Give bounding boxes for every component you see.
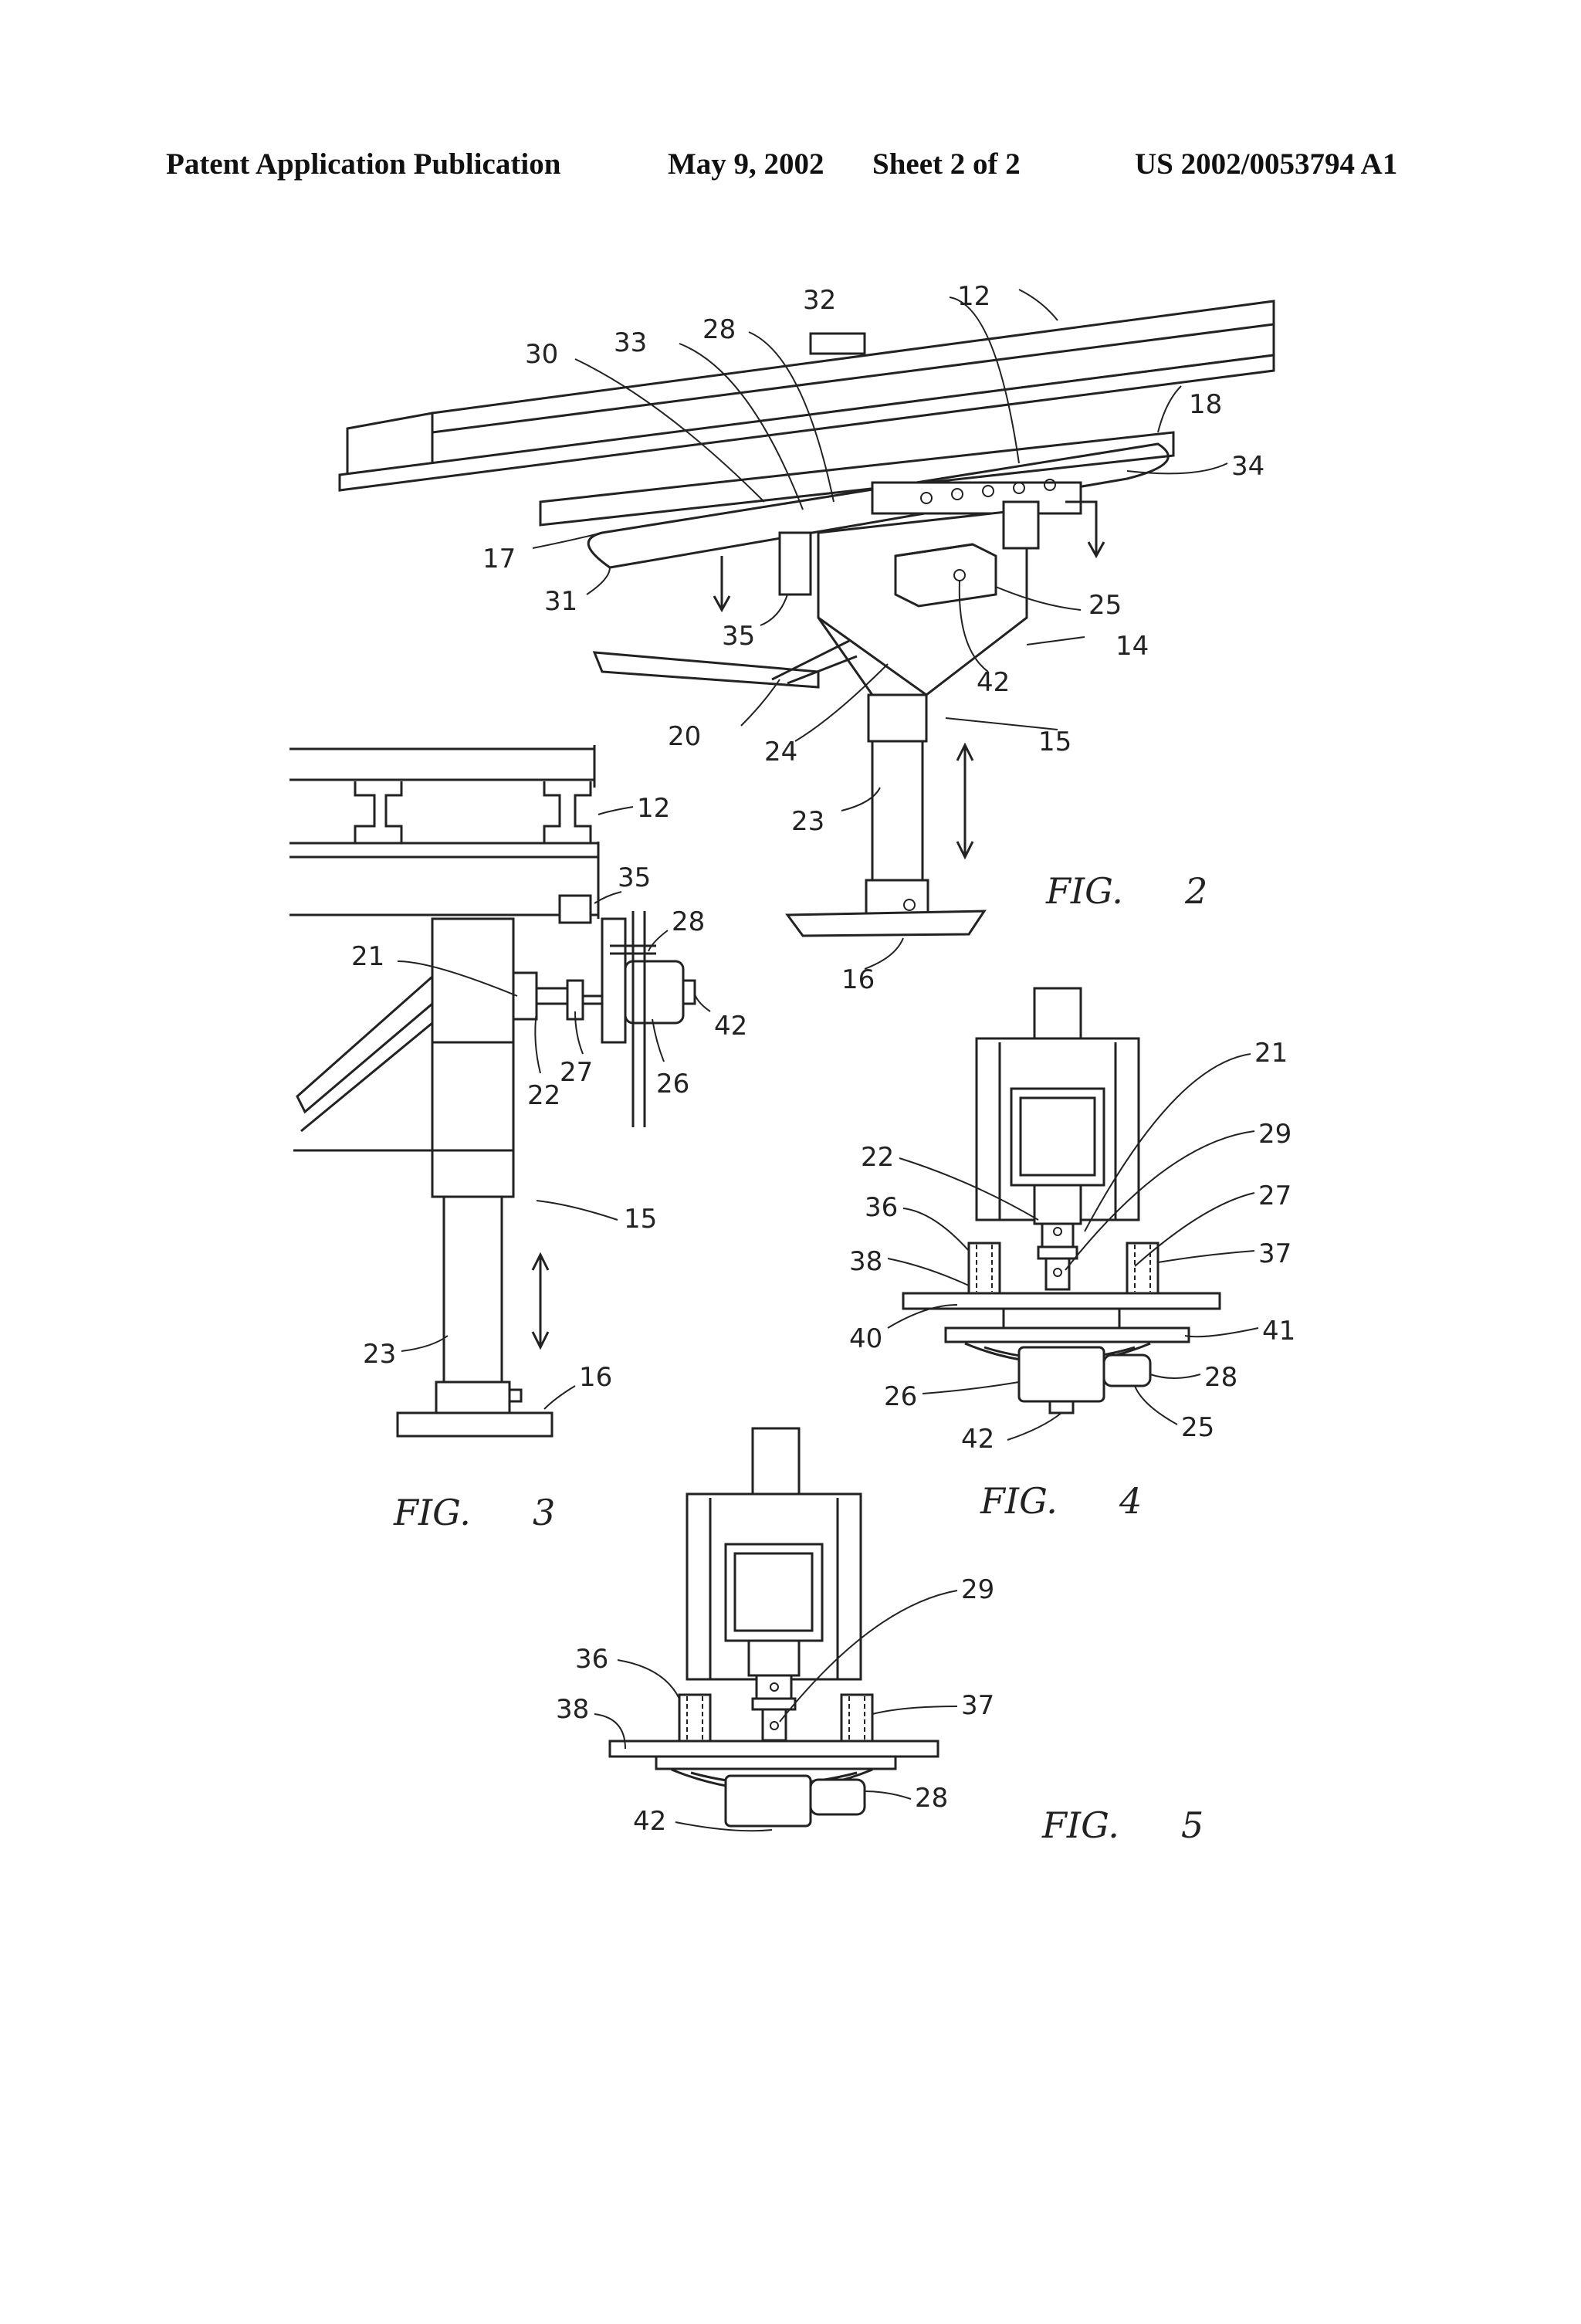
ref-label: 36 — [865, 1192, 898, 1223]
ref-label: 21 — [1254, 1038, 1288, 1069]
fig5-caption: FIG. — [1041, 1804, 1119, 1846]
fig2-drawing — [338, 289, 1275, 970]
ref-label: 15 — [1038, 727, 1071, 757]
ref-label: 30 — [525, 339, 558, 370]
ref-label: 37 — [1258, 1238, 1292, 1269]
ref-label: 26 — [884, 1381, 917, 1412]
ref-label: 28 — [672, 906, 705, 937]
patent-number: US 2002/0053794 A1 — [1135, 147, 1398, 181]
ref-label: 25 — [1088, 590, 1122, 621]
ref-label: 42 — [633, 1806, 666, 1837]
ref-label: 21 — [351, 941, 384, 972]
fig3-number: 3 — [533, 1492, 555, 1533]
ref-label: 35 — [722, 621, 755, 652]
publication-label: Patent Application Publication — [166, 147, 561, 181]
ref-label: 22 — [527, 1080, 560, 1111]
ref-label: 40 — [849, 1323, 882, 1354]
ref-label: 26 — [656, 1069, 689, 1099]
ref-label: 37 — [961, 1690, 994, 1721]
fig2-number: 2 — [1184, 870, 1207, 912]
ref-label: 25 — [1181, 1412, 1214, 1443]
fig5-number: 5 — [1181, 1804, 1204, 1846]
ref-label: 33 — [614, 327, 647, 358]
ref-label: 38 — [556, 1694, 589, 1725]
ref-label: 28 — [702, 314, 736, 345]
fig3-labels: 12 35 28 21 42 27 22 26 15 23 16 FIG. 3 — [351, 793, 747, 1533]
fig2-caption: FIG. — [1045, 870, 1123, 912]
ref-label: 35 — [618, 862, 651, 893]
ref-label: 36 — [575, 1644, 608, 1675]
publication-date: May 9, 2002 — [668, 147, 824, 181]
ref-label: 38 — [849, 1246, 882, 1277]
ref-label: 28 — [915, 1783, 948, 1814]
ref-label: 20 — [668, 721, 701, 752]
ref-label: 41 — [1262, 1316, 1295, 1347]
ref-label: 31 — [544, 586, 577, 617]
ref-label: 42 — [977, 667, 1010, 698]
ref-label: 27 — [1258, 1181, 1292, 1211]
page-header: Patent Application Publication May 9, 20… — [0, 147, 1581, 193]
ref-label: 14 — [1116, 631, 1149, 662]
ref-label: 24 — [764, 737, 797, 767]
fig3-caption: FIG. — [393, 1492, 471, 1533]
fig4-caption: FIG. — [980, 1480, 1058, 1522]
ref-label: 42 — [714, 1011, 747, 1042]
fig4-labels: 21 29 22 27 36 37 38 40 41 28 26 25 42 F… — [849, 1038, 1295, 1522]
ref-label: 32 — [803, 285, 836, 316]
ref-label: 17 — [482, 544, 516, 574]
fig5-drawing — [594, 1427, 958, 1832]
sheet-number: Sheet 2 of 2 — [872, 147, 1021, 181]
ref-label: 23 — [791, 806, 824, 837]
ref-label: 27 — [560, 1057, 593, 1088]
ref-label: 16 — [579, 1362, 612, 1393]
fig5-labels: 29 36 38 37 28 42 FIG. 5 — [556, 1574, 1204, 1846]
ref-label: 15 — [624, 1204, 657, 1235]
ref-label: 12 — [637, 793, 670, 824]
ref-label: 22 — [861, 1142, 894, 1173]
ref-label: 23 — [363, 1339, 396, 1370]
fig3-drawing — [289, 745, 711, 1438]
ref-label: 42 — [961, 1424, 994, 1455]
ref-label: 34 — [1231, 451, 1264, 482]
fig4-number: 4 — [1119, 1480, 1142, 1522]
ref-label: 16 — [841, 964, 875, 995]
ref-label: 28 — [1204, 1362, 1237, 1393]
ref-label: 29 — [961, 1574, 994, 1605]
fig2-labels: 12 32 28 33 30 18 34 17 31 35 25 14 42 2… — [482, 281, 1264, 995]
fig4-drawing — [887, 987, 1259, 1441]
ref-label: 18 — [1189, 389, 1222, 420]
ref-label: 29 — [1258, 1119, 1292, 1150]
ref-label: 12 — [957, 281, 990, 312]
